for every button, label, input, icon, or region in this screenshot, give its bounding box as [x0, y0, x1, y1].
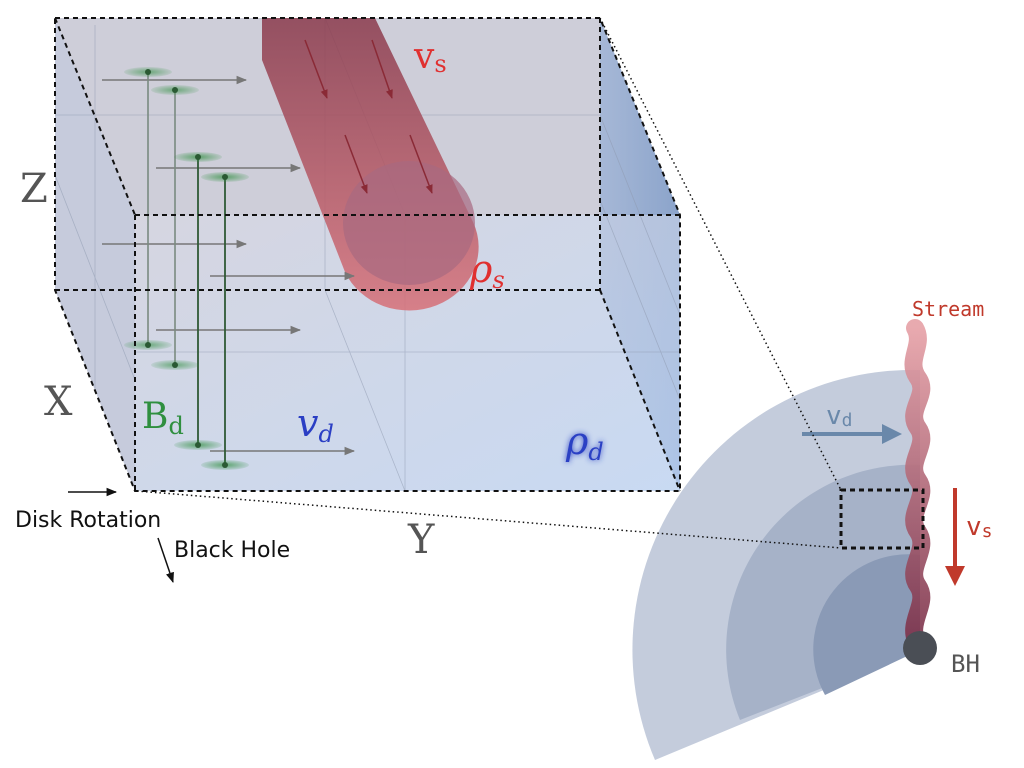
axis-x-label: X [44, 379, 73, 425]
stream-flow-arrow-4 [409, 134, 433, 194]
overview-vd-label: vd [826, 401, 853, 431]
disk-inner-ring [813, 554, 920, 695]
zoom-connector-bottom [136, 490, 842, 549]
stream-wiggle [904, 319, 931, 654]
orientation-legend: Disk Rotation Black Hole [15, 487, 290, 583]
overview-panel: vd vs Stream BH [632, 297, 993, 760]
stream-flow-arrow-1 [304, 39, 328, 99]
black-hole-direction-label: Black Hole [174, 538, 290, 563]
black-hole-icon [903, 631, 937, 665]
stream-flow-arrow-3 [344, 134, 368, 194]
disk-velocity-label: vd [297, 401, 334, 448]
disk-density-label: ρd [565, 419, 604, 466]
axis-z-label: Z [20, 166, 48, 212]
overview-bh-label: BH [951, 650, 980, 678]
overview-stream-label: Stream [912, 297, 984, 321]
axis-y-label: Y [407, 517, 435, 563]
box-edges [54, 17, 681, 492]
stream-tube [262, 18, 479, 311]
disk-box-3d: vs ρs Bd vd ρd [54, 17, 681, 492]
stream-tube-end [343, 161, 475, 285]
stream-density-label: ρs [469, 247, 505, 294]
overview-vs-label: vs [966, 512, 993, 542]
stream-velocity-label: vs [413, 36, 447, 78]
zoom-connector-top [599, 17, 842, 491]
disk-rotation-label: Disk Rotation [15, 508, 161, 533]
magnetic-field-lines [124, 67, 249, 470]
disk-flow-arrows [102, 75, 356, 456]
stream-flow-arrow-2 [371, 39, 393, 99]
zoom-region-box [839, 488, 925, 550]
disk-field-label: Bd [142, 396, 184, 440]
black-hole-direction-arrow [157, 537, 174, 583]
